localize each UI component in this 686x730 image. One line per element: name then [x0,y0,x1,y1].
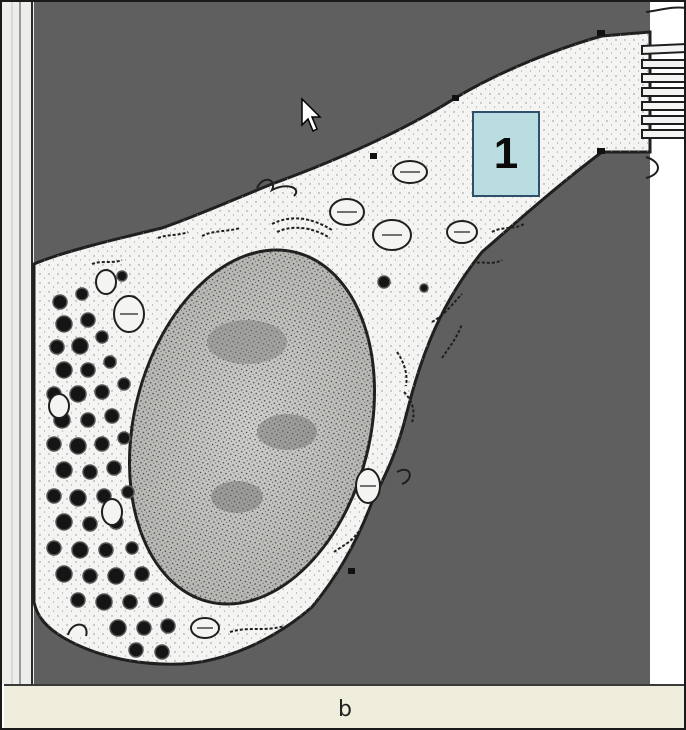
figure-caption-text: b [338,697,352,722]
basement-membrane [2,2,34,684]
figure-number-label: 1 [472,111,540,197]
cell-illustration [2,2,686,684]
figure-caption-bar: b [4,684,686,730]
